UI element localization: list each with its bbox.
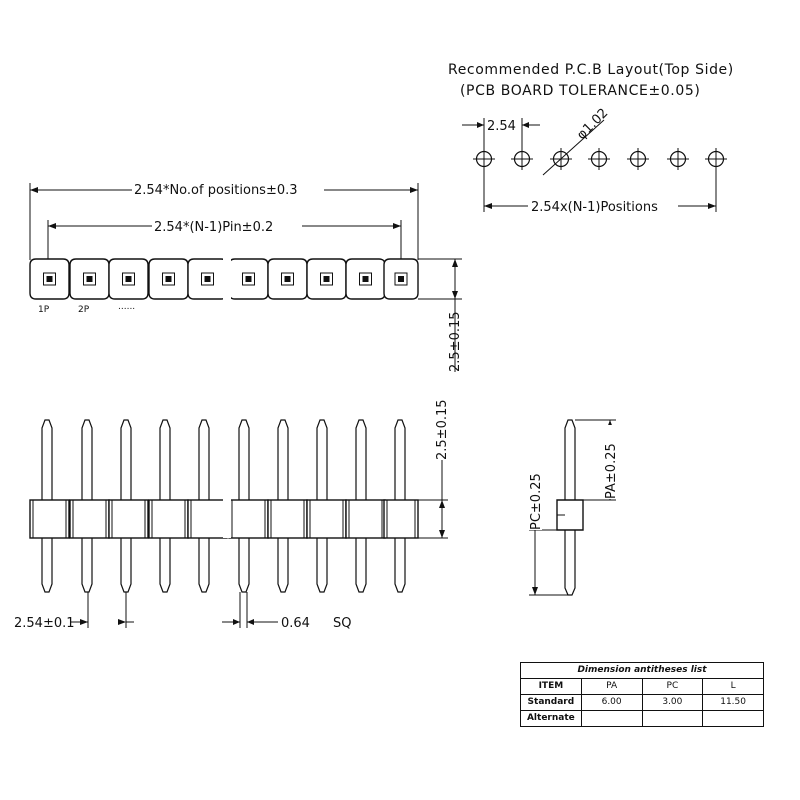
top-view-housing	[29, 258, 419, 300]
housing-segment	[228, 499, 269, 539]
row-standard-label: Standard	[520, 694, 582, 711]
pcb-hole	[705, 148, 727, 170]
pin-size-label: 0.64	[281, 616, 310, 631]
header-pin	[41, 419, 53, 593]
housing-segment	[383, 499, 419, 539]
side-view: PA±0.25 PC±0.25	[528, 419, 619, 596]
header-pin	[81, 419, 93, 593]
front-pitch-label: 2.54±0.1	[14, 616, 75, 631]
header-pin	[355, 419, 367, 593]
overall-length-label: 2.54*No.of positions±0.3	[134, 183, 298, 198]
housing-segment	[267, 499, 308, 539]
housing-cell	[228, 258, 269, 300]
header-pa: PA	[580, 678, 643, 695]
housing-cell	[187, 258, 228, 300]
housing-segment	[306, 499, 347, 539]
pcb-hole	[667, 148, 689, 170]
front-view-pins	[41, 419, 406, 593]
dimension-table-caption: Dimension antitheses list	[520, 662, 764, 679]
housing-cell	[267, 258, 308, 300]
pcb-hole	[588, 148, 610, 170]
standard-pa: 6.00	[580, 694, 643, 711]
header-pin	[394, 419, 406, 593]
housing-cell	[29, 258, 70, 300]
row-alternate-label: Alternate	[520, 710, 582, 727]
standard-pc: 3.00	[641, 694, 704, 711]
header-pc: PC	[641, 678, 704, 695]
layout-hole-diameter-label: φ1.02	[574, 106, 611, 143]
header-pin	[277, 419, 289, 593]
pcb-hole	[511, 148, 533, 170]
housing-cell	[148, 258, 189, 300]
pcb-hole	[473, 148, 495, 170]
housing-cell	[306, 258, 347, 300]
pcb-hole	[627, 148, 649, 170]
front-height-label: 2.5±0.15	[435, 399, 450, 460]
housing-segment	[345, 499, 386, 539]
header-l: L	[702, 678, 764, 695]
pcb-layout: Recommended P.C.B Layout(Top Side) (PCB …	[448, 62, 734, 215]
pa-label: PA±0.25	[604, 443, 619, 499]
pin-size-suffix: SQ	[333, 616, 351, 631]
top-height-label: 2.5±0.15	[448, 311, 463, 372]
layout-holes	[473, 148, 727, 170]
table-row: Alternate	[520, 710, 764, 727]
dimension-table: Dimension antitheses list ITEM PA PC L S…	[520, 662, 764, 727]
housing-segment	[187, 499, 228, 539]
housing-cell	[108, 258, 149, 300]
layout-title: Recommended P.C.B Layout(Top Side)	[448, 62, 734, 78]
alternate-l	[702, 710, 764, 727]
standard-l: 11.50	[702, 694, 764, 711]
housing-segment	[29, 499, 70, 539]
header-pin	[198, 419, 210, 593]
header-pin	[238, 419, 250, 593]
table-row: Standard 6.00 3.00 11.50	[520, 694, 764, 711]
pin-1-label: 1P	[38, 305, 50, 315]
pin-2-label: 2P	[78, 305, 90, 315]
housing-cell	[345, 258, 386, 300]
layout-subtitle: (PCB BOARD TOLERANCE±0.05)	[460, 83, 700, 99]
housing-cell	[383, 258, 419, 300]
pc-label: PC±0.25	[529, 473, 544, 530]
header-item: ITEM	[520, 678, 582, 695]
pin-span-label: 2.54*(N-1)Pin±0.2	[154, 220, 273, 235]
layout-positions-label: 2.54x(N-1)Positions	[531, 200, 658, 215]
header-pin	[159, 419, 171, 593]
housing-cell	[69, 258, 110, 300]
layout-pitch-label: 2.54	[487, 119, 516, 134]
alternate-pa	[580, 710, 643, 727]
pin-ellipsis: ......	[118, 302, 135, 312]
header-pin	[316, 419, 328, 593]
housing-segment	[108, 499, 149, 539]
top-view: 2.54*No.of positions±0.3 2.54*(N-1)Pin±0…	[29, 181, 463, 372]
housing-segment	[148, 499, 189, 539]
alternate-pc	[641, 710, 704, 727]
front-view-housing	[29, 499, 419, 539]
front-view: 2.5±0.15 2.54±0.1 0.64 SQ	[14, 399, 450, 631]
housing-segment	[69, 499, 110, 539]
